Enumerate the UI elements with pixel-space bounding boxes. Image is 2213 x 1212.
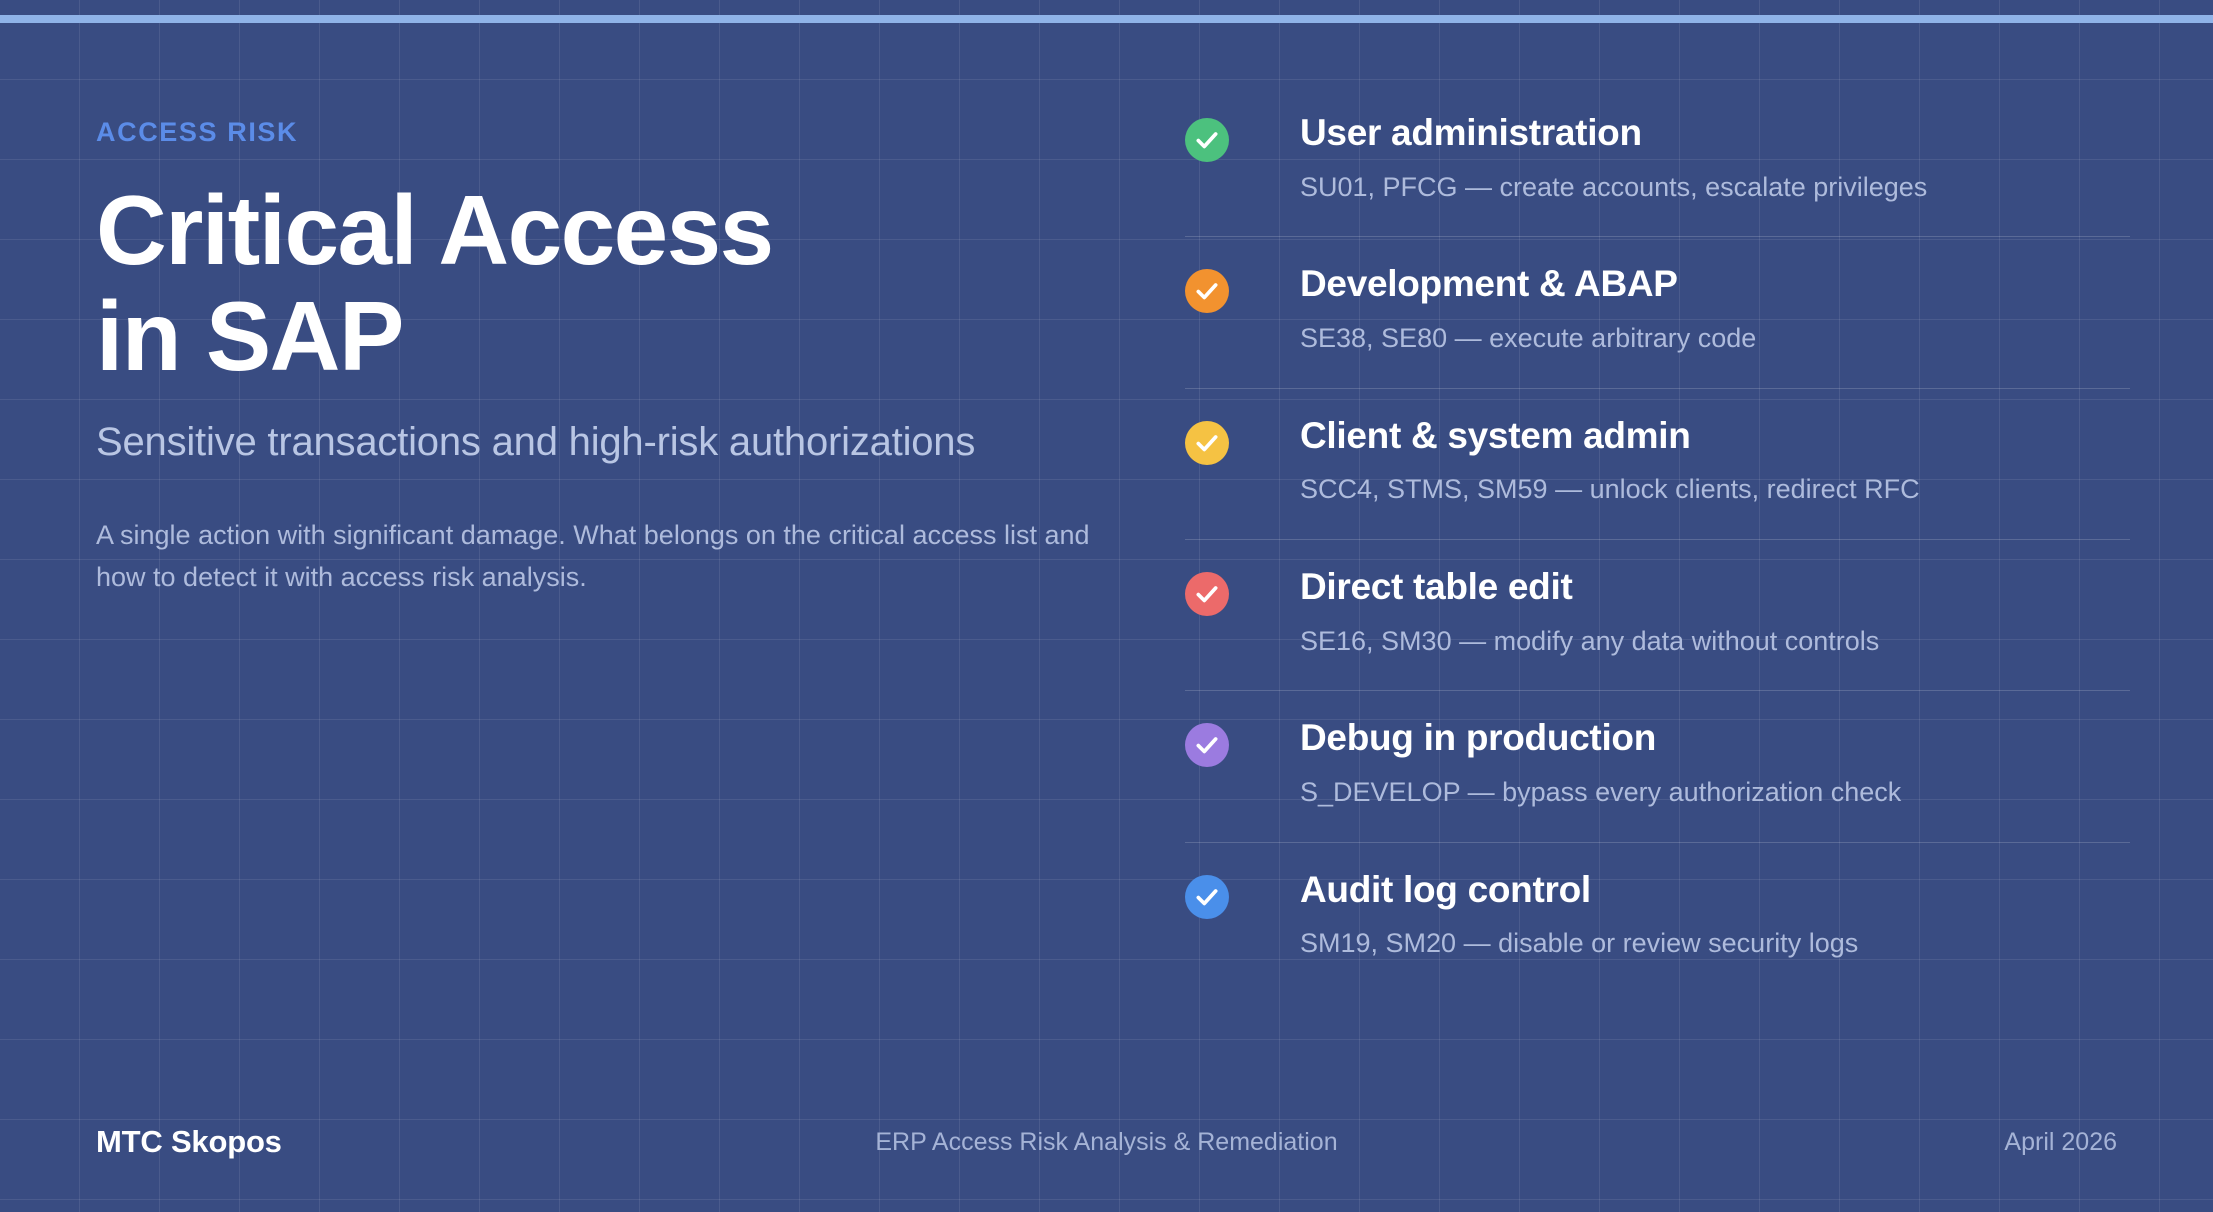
slide-footer: MTC Skopos ERP Access Risk Analysis & Re…	[96, 1120, 2117, 1164]
list-item: Development & ABAP SE38, SE80 — execute …	[1185, 263, 2130, 389]
list-item: Debug in production S_DEVELOP — bypass e…	[1185, 717, 2130, 843]
top-accent-bar	[0, 15, 2213, 23]
page-description: A single action with significant damage.…	[96, 520, 1090, 593]
list-item: Direct table edit SE16, SM30 — modify an…	[1185, 566, 2130, 692]
risk-list: User administration SU01, PFCG — create …	[1185, 112, 2130, 963]
list-item-title: Audit log control	[1300, 868, 1591, 910]
list-item-description: SE38, SE80 — execute arbitrary code	[1300, 322, 1757, 353]
hero-column: ACCESS RISK Critical Access in SAP Sensi…	[96, 117, 1136, 599]
check-circle-icon	[1185, 723, 1229, 768]
list-item-description: SE16, SM30 — modify any data without con…	[1300, 625, 1880, 656]
list-item-description: SM19, SM20 — disable or review security …	[1300, 928, 1859, 959]
list-item-description: SU01, PFCG — create accounts, escalate p…	[1300, 171, 1928, 202]
check-circle-icon	[1185, 269, 1229, 314]
list-item-title: Development & ABAP	[1300, 263, 1678, 305]
list-item: Audit log control SM19, SM20 — disable o…	[1185, 869, 2130, 963]
footer-brand: MTC Skopos	[96, 1124, 282, 1159]
list-item-title: Debug in production	[1300, 717, 1657, 759]
footer-subject: ERP Access Risk Analysis & Remediation	[875, 1127, 1338, 1156]
eyebrow-label: ACCESS RISK	[96, 117, 299, 147]
list-item: Client & system admin SCC4, STMS, SM59 —…	[1185, 414, 2130, 541]
check-circle-icon	[1185, 572, 1229, 617]
list-item-description: SCC4, STMS, SM59 — unlock clients, redir…	[1300, 474, 1920, 505]
list-item-title: Direct table edit	[1300, 566, 1573, 608]
check-circle-icon	[1185, 874, 1229, 919]
check-circle-icon	[1185, 118, 1229, 162]
list-item-title: User administration	[1300, 112, 1642, 153]
list-item-description: S_DEVELOP — bypass every authorization c…	[1300, 776, 1902, 807]
page-title: Critical Access in SAP	[96, 174, 774, 391]
check-circle-icon	[1185, 420, 1229, 465]
list-item: User administration SU01, PFCG — create …	[1185, 112, 2130, 238]
footer-date: April 2026	[2004, 1127, 2117, 1156]
list-item-title: Client & system admin	[1300, 414, 1691, 456]
page-subtitle: Sensitive transactions and high-risk aut…	[96, 420, 976, 465]
